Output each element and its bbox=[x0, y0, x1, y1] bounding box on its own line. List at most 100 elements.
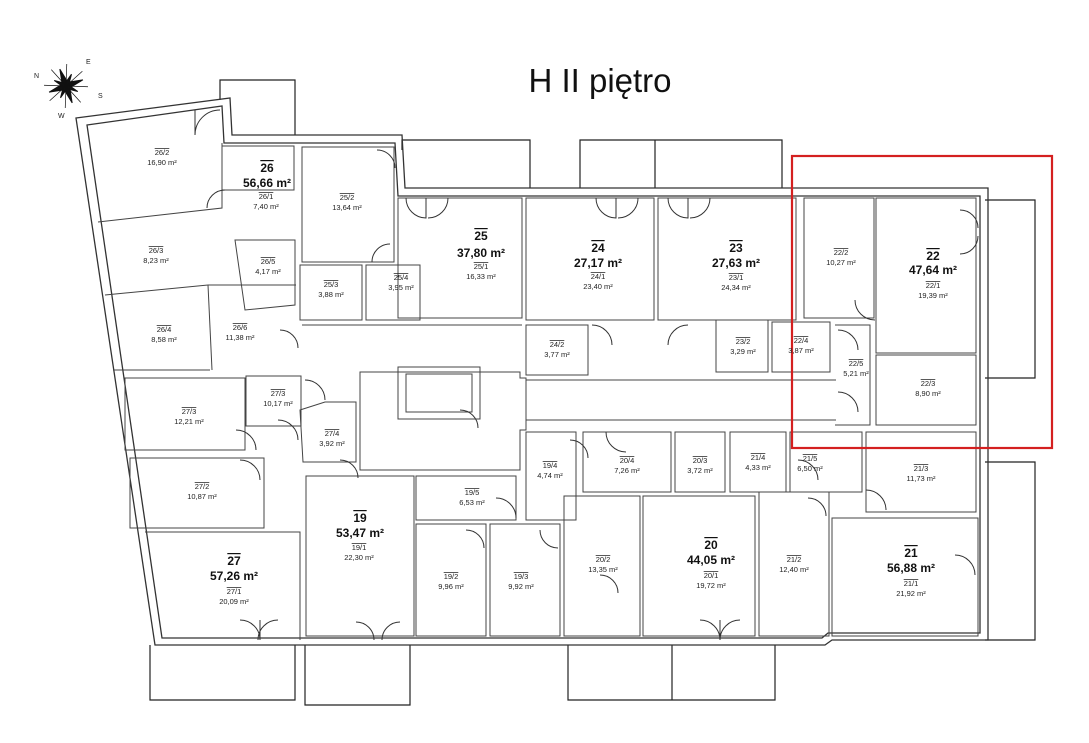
apartment-area: 56,88 m² bbox=[887, 561, 935, 575]
room-id: 20/3 bbox=[693, 456, 708, 465]
room-id: 24/1 bbox=[591, 272, 606, 281]
room-id: 21/5 bbox=[803, 454, 818, 463]
room-20-1-label: 20/1 19,72 m² bbox=[696, 571, 726, 590]
room-id: 20/1 bbox=[704, 571, 719, 580]
room-19-2-label: 19/2 9,96 m² bbox=[438, 572, 464, 591]
room-21-2-label: 21/2 12,40 m² bbox=[779, 555, 809, 574]
room-23-1-label: 23/1 24,34 m² bbox=[721, 273, 751, 292]
room-id: 27/3 bbox=[271, 389, 286, 398]
room-area: 10,87 m² bbox=[187, 492, 217, 501]
room-area: 13,35 m² bbox=[588, 565, 618, 574]
room-24-2-label: 24/2 3,77 m² bbox=[544, 340, 570, 359]
room-area: 8,90 m² bbox=[915, 389, 941, 398]
compass-w-label: W bbox=[58, 113, 65, 120]
room-id: 22/1 bbox=[926, 281, 941, 290]
apartment-number: 21 bbox=[904, 546, 918, 560]
apartment-27-label: 27 57,26 m² bbox=[210, 554, 258, 583]
room-id: 19/1 bbox=[352, 543, 367, 552]
room-area: 4,74 m² bbox=[537, 471, 563, 480]
compass-s-label: S bbox=[98, 93, 103, 100]
room-id: 19/5 bbox=[465, 488, 480, 497]
apartment-area: 53,47 m² bbox=[336, 526, 384, 540]
apartment-area: 47,64 m² bbox=[909, 263, 957, 277]
room-area: 13,64 m² bbox=[332, 203, 362, 212]
room-id: 27/4 bbox=[325, 429, 340, 438]
room-21-4-label: 21/4 4,33 m² bbox=[745, 453, 771, 472]
room-area: 6,50 m² bbox=[797, 464, 823, 473]
room-area: 11,38 m² bbox=[225, 333, 255, 342]
room-id: 21/1 bbox=[904, 579, 919, 588]
room-id: 26/3 bbox=[149, 246, 164, 255]
room-id: 20/4 bbox=[620, 456, 635, 465]
room-25-3-label: 25/3 3,88 m² bbox=[318, 280, 344, 299]
room-id: 19/4 bbox=[543, 461, 558, 470]
apartment-24-label: 24 27,17 m² bbox=[574, 241, 622, 270]
doors bbox=[194, 109, 979, 641]
room-22-4-label: 22/4 3,87 m² bbox=[788, 336, 814, 355]
apartment-area: 56,66 m² bbox=[243, 176, 291, 190]
room-19-4-label: 19/4 4,74 m² bbox=[537, 461, 563, 480]
room-area: 3,29 m² bbox=[730, 347, 756, 356]
room-area: 7,40 m² bbox=[253, 202, 279, 211]
apartment-area: 37,80 m² bbox=[457, 246, 505, 260]
apartment-number: 25 bbox=[474, 229, 488, 243]
apartment-number: 22 bbox=[926, 249, 940, 263]
apartment-number: 26 bbox=[260, 161, 274, 175]
room-area: 24,34 m² bbox=[721, 283, 751, 292]
compass-e-label: E bbox=[86, 59, 91, 66]
room-area: 4,33 m² bbox=[745, 463, 771, 472]
room-20-2-label: 20/2 13,35 m² bbox=[588, 555, 618, 574]
room-id: 20/2 bbox=[596, 555, 611, 564]
room-area: 3,88 m² bbox=[318, 290, 344, 299]
apartment-20-label: 20 44,05 m² bbox=[687, 538, 735, 567]
room-area: 3,77 m² bbox=[544, 350, 570, 359]
room-20-3-label: 20/3 3,72 m² bbox=[687, 456, 713, 475]
room-id: 26/1 bbox=[259, 192, 274, 201]
apartment-21-label: 21 56,88 m² bbox=[887, 546, 935, 575]
apartment-area: 27,17 m² bbox=[574, 256, 622, 270]
room-id: 21/4 bbox=[751, 453, 766, 462]
room-area: 19,39 m² bbox=[918, 291, 948, 300]
room-id: 21/3 bbox=[914, 464, 929, 473]
room-area: 3,95 m² bbox=[388, 283, 414, 292]
room-area: 9,96 m² bbox=[438, 582, 464, 591]
room-area: 20,09 m² bbox=[219, 597, 249, 606]
room-27-3-label: 27/3 12,21 m² bbox=[174, 407, 204, 426]
apartment-25-label: 25 37,80 m² bbox=[457, 229, 505, 260]
room-area: 9,92 m² bbox=[508, 582, 534, 591]
room-id: 19/3 bbox=[514, 572, 529, 581]
room-id: 22/4 bbox=[794, 336, 809, 345]
room-area: 10,17 m² bbox=[263, 399, 293, 408]
interior-walls bbox=[97, 143, 979, 640]
room-area: 16,90 m² bbox=[147, 158, 177, 167]
room-27-3-small-label: 27/3 10,17 m² bbox=[263, 389, 293, 408]
room-26-4-label: 26/4 8,58 m² bbox=[151, 325, 177, 344]
room-area: 12,21 m² bbox=[174, 417, 204, 426]
room-area: 8,23 m² bbox=[143, 256, 169, 265]
room-area: 6,53 m² bbox=[459, 498, 485, 507]
room-area: 8,58 m² bbox=[151, 335, 177, 344]
room-26-3-label: 26/3 8,23 m² bbox=[143, 246, 169, 265]
apartment-area: 57,26 m² bbox=[210, 569, 258, 583]
room-area: 21,92 m² bbox=[896, 589, 926, 598]
room-19-3-label: 19/3 9,92 m² bbox=[508, 572, 534, 591]
apartment-number: 27 bbox=[227, 554, 241, 568]
room-id: 25/4 bbox=[394, 273, 409, 282]
room-25-4-label: 25/4 3,95 m² bbox=[388, 273, 414, 292]
apartment-area: 27,63 m² bbox=[712, 256, 760, 270]
compass-n-label: N bbox=[34, 73, 39, 80]
room-26-5-label: 26/5 4,17 m² bbox=[255, 257, 281, 276]
room-22-5-label: 22/5 5,21 m² bbox=[843, 359, 869, 378]
room-id: 26/6 bbox=[233, 323, 248, 332]
room-area: 7,26 m² bbox=[614, 466, 640, 475]
exterior-walls bbox=[75, 97, 989, 646]
room-area: 3,72 m² bbox=[687, 466, 713, 475]
room-22-3-label: 22/3 8,90 m² bbox=[915, 379, 941, 398]
apartment-19-label: 19 53,47 m² bbox=[336, 511, 384, 540]
room-id: 27/1 bbox=[227, 587, 242, 596]
room-26-1-label: 26/1 7,40 m² bbox=[253, 192, 279, 211]
room-26-2-label: 26/2 16,90 m² bbox=[147, 148, 177, 167]
page-title: H II piętro bbox=[528, 62, 671, 99]
room-21-3-label: 21/3 11,73 m² bbox=[906, 464, 936, 483]
